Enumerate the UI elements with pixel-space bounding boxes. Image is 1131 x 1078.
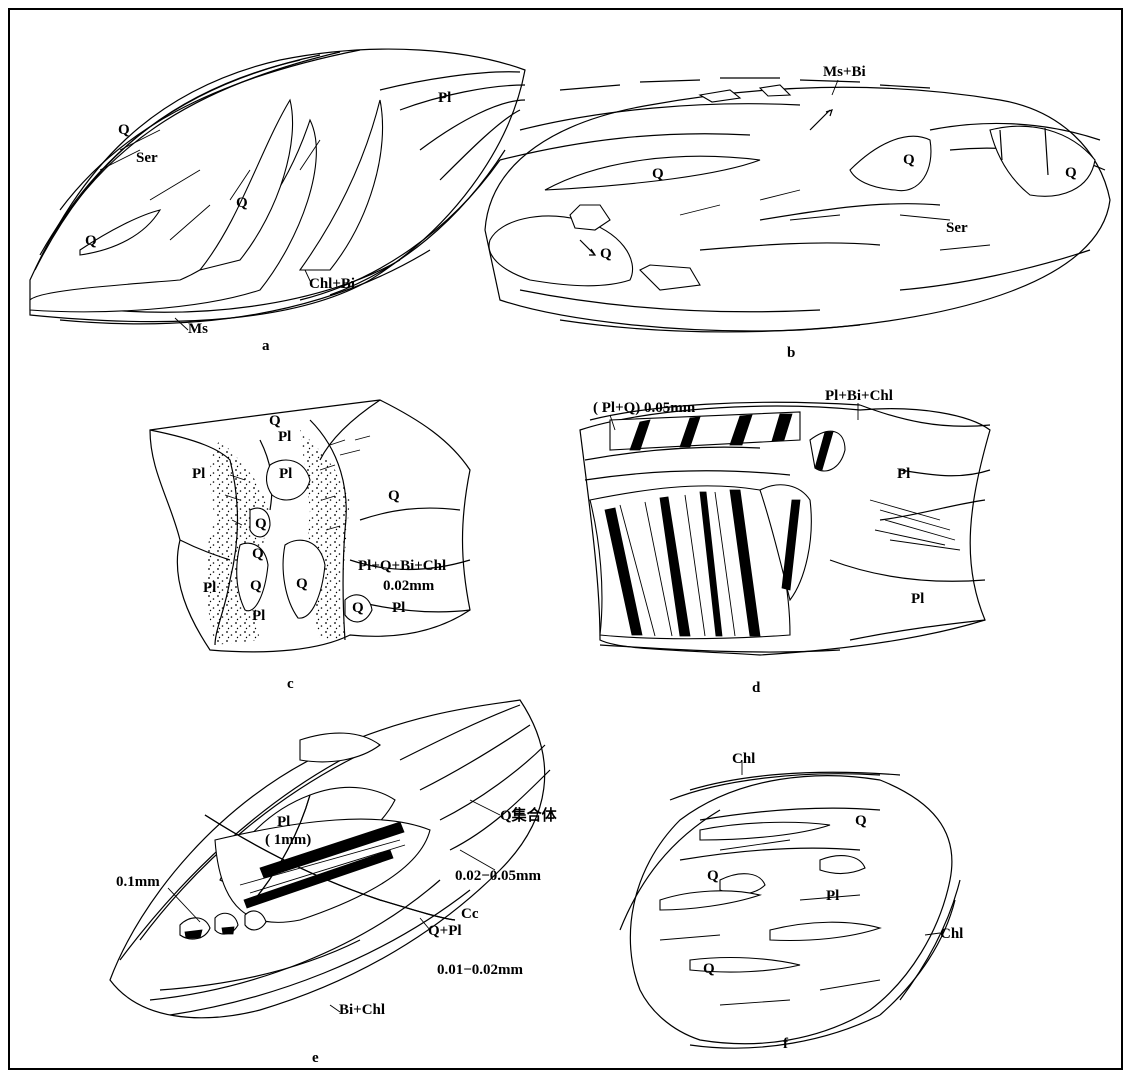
panel-e-label-bi-chl: Bi+Chl bbox=[339, 1002, 385, 1018]
panel-b-mica-1 bbox=[700, 90, 740, 102]
panel-f-label-chl-top: Chl bbox=[732, 751, 755, 767]
panel-c-letter: c bbox=[287, 676, 294, 692]
panel-b-mica-2 bbox=[760, 85, 790, 96]
panel-e-label-size-a: 0.02−0.05mm bbox=[455, 868, 542, 884]
panel-b-quartz-2 bbox=[850, 136, 931, 190]
panel-c-label-pl-low: Pl bbox=[252, 608, 265, 624]
panel-c-label-assemblage: Pl+Q+Bi+Chl bbox=[358, 558, 446, 574]
panel-d-label-pl-q-size: ( Pl+Q) 0.05mm bbox=[593, 400, 696, 416]
panel-a-letter: a bbox=[262, 338, 270, 354]
panel-b-quartz-small-2 bbox=[640, 265, 700, 290]
panel-a: Q Q Q Ser Pl Chl+Bi Ms a bbox=[30, 49, 525, 354]
panel-f-label-chl-right: Chl bbox=[940, 926, 963, 942]
panel-b-label-ser: Ser bbox=[946, 220, 968, 236]
panel-c-label-q-top: Q bbox=[269, 413, 281, 429]
panel-e-label-size-c: 0.1mm bbox=[116, 874, 160, 890]
panel-c-label-q-e: Q bbox=[352, 600, 364, 616]
panel-d: ( Pl+Q) 0.05mm Pl+Bi+Chl Pl Pl d bbox=[580, 388, 990, 696]
panel-a-label-pl: Pl bbox=[438, 90, 451, 106]
panel-e: Pl ( 1mm) Q集合体 0.02−0.05mm 0.1mm Cc Q+Pl… bbox=[110, 700, 558, 1066]
panel-e-label-q-agg: Q集合体 bbox=[500, 806, 558, 824]
panel-a-label-chl-bi: Chl+Bi bbox=[309, 276, 355, 292]
panel-c-label-q-c: Q bbox=[250, 578, 262, 594]
panel-f-q-lens-2 bbox=[660, 891, 760, 910]
panel-c-label-size: 0.02mm bbox=[383, 578, 435, 594]
panel-b-label-q1: Q bbox=[652, 166, 664, 182]
panel-e-q-aggregate bbox=[300, 733, 380, 762]
panel-e-label-q-pl: Q+Pl bbox=[428, 923, 462, 939]
panel-d-label-pl-right: Pl bbox=[897, 466, 910, 482]
panel-c-label-pl-right: Pl bbox=[392, 600, 405, 616]
panel-f-label-q3: Q bbox=[703, 961, 715, 977]
panel-c-label-q-right: Q bbox=[388, 488, 400, 504]
panel-b-label-q3: Q bbox=[1065, 165, 1077, 181]
panel-a-label-q2: Q bbox=[236, 195, 248, 211]
panel-a-label-ms: Ms bbox=[188, 321, 208, 337]
panel-c-label-q-b: Q bbox=[252, 546, 264, 562]
panel-c-label-pl-top: Pl bbox=[278, 429, 291, 445]
panel-a-label-ser: Ser bbox=[136, 150, 158, 166]
panel-c-label-pl-left: Pl bbox=[192, 466, 205, 482]
panel-e-label-size-b: 0.01−0.02mm bbox=[437, 962, 524, 978]
panel-c: Q Pl Pl Pl Q Q Q Q Q Q Pl Pl Pl Pl+Q+Bi+… bbox=[150, 400, 470, 692]
panel-b-letter: b bbox=[787, 345, 795, 361]
panel-b: Ms+Bi Q Q Q Q Ser b bbox=[420, 0, 1110, 361]
panel-c-label-q-d: Q bbox=[296, 576, 308, 592]
panel-b-label-q2: Q bbox=[903, 152, 915, 168]
panel-f-label-q1: Q bbox=[855, 813, 867, 829]
panel-b-label-q4: Q bbox=[600, 246, 612, 262]
panel-e-label-pl: Pl bbox=[277, 814, 290, 830]
panel-a-label-q3: Q bbox=[85, 233, 97, 249]
panel-c-label-q-a: Q bbox=[255, 516, 267, 532]
panel-d-label-pl-low: Pl bbox=[911, 591, 924, 607]
panel-f-label-pl: Pl bbox=[826, 888, 839, 904]
panel-f-q-grain-2 bbox=[820, 856, 865, 874]
panel-f-q-lens-3 bbox=[770, 922, 880, 940]
panel-f-label-q2: Q bbox=[707, 868, 719, 884]
panel-d-letter: d bbox=[752, 680, 761, 696]
panel-e-label-1mm: ( 1mm) bbox=[265, 832, 311, 848]
panel-c-label-pl-mid: Pl bbox=[279, 466, 292, 482]
panel-d-label-pl-bi-chl: Pl+Bi+Chl bbox=[825, 388, 893, 404]
panel-e-label-cc: Cc bbox=[461, 906, 479, 922]
panel-a-label-q1: Q bbox=[118, 122, 130, 138]
panel-b-label-ms-bi: Ms+Bi bbox=[823, 64, 866, 80]
panel-b-quartz-small bbox=[570, 205, 610, 230]
panel-e-letter: e bbox=[312, 1050, 319, 1066]
panel-f: Chl Q Q Pl Q Chl f bbox=[620, 751, 963, 1052]
panel-b-quartz-3 bbox=[990, 126, 1095, 196]
panel-f-q-lens-1 bbox=[700, 822, 830, 840]
panel-c-label-pl-left2: Pl bbox=[203, 580, 216, 596]
